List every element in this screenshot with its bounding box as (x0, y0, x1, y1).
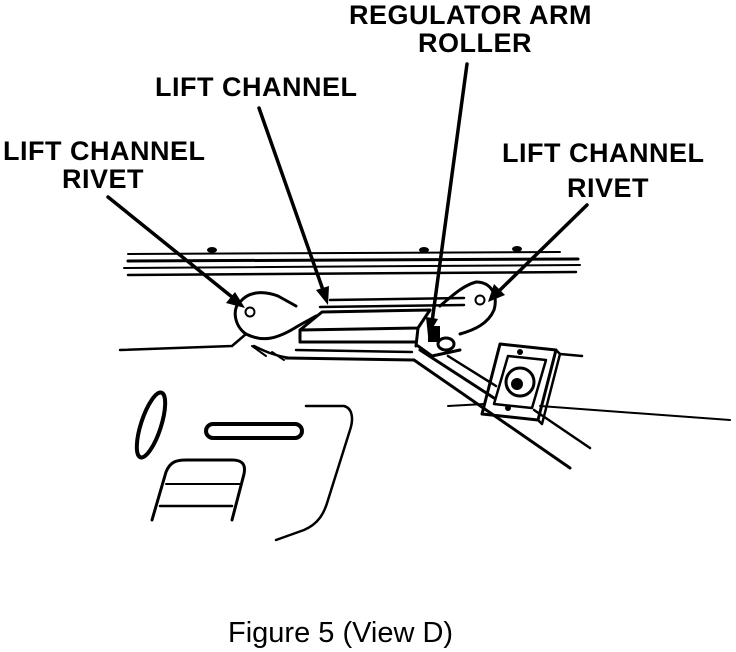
mounting-plate (480, 342, 562, 426)
lift-channel-rivet-left (244, 306, 256, 318)
label-lift-channel: LIFT CHANNEL (155, 72, 357, 102)
regulator-arm-roller (428, 326, 440, 342)
leader-lines (106, 62, 589, 336)
panel-slot-oblong (204, 422, 304, 440)
leader-regulator-arm-roller (426, 62, 469, 336)
leader-lift-channel-rivet-left (106, 195, 245, 308)
label-regulator-arm-roller-line1: REGULATOR ARM (349, 0, 592, 30)
regulator-arm (412, 348, 731, 470)
label-regulator-arm-roller-line2: ROLLER (418, 28, 532, 58)
leader-lift-channel (257, 106, 329, 305)
figure-caption: Figure 5 (View D) (228, 617, 453, 649)
leader-lift-channel-rivet-right (488, 203, 589, 302)
glass-rail (123, 246, 581, 277)
label-lift-channel-rivet-left-line2: RIVET (62, 164, 144, 194)
door-inner-panel (134, 345, 354, 542)
lift-channel-rivet-right (474, 294, 486, 306)
label-lift-channel-rivet-left-line1: LIFT CHANNEL (3, 136, 205, 166)
lift-channel (118, 280, 497, 362)
panel-slot-oval (134, 390, 168, 460)
label-lift-channel-rivet-right-line2: RIVET (567, 173, 649, 203)
label-lift-channel-rivet-right-line1: LIFT CHANNEL (502, 138, 704, 168)
